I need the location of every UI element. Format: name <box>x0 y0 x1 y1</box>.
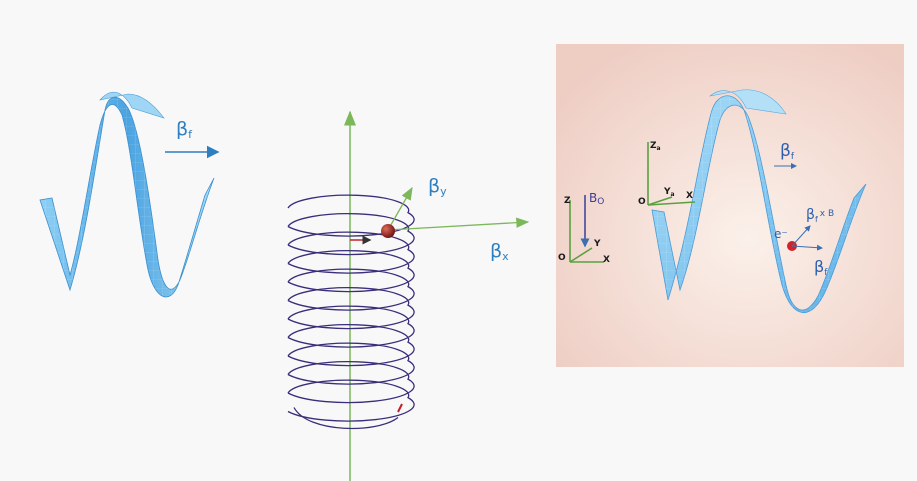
helix-path <box>287 194 415 422</box>
helix-tail <box>293 407 399 430</box>
helix-coil <box>287 194 415 430</box>
origin2-label: O <box>638 197 646 207</box>
center-helix-group: βy βx <box>287 110 530 481</box>
right-panel: Z Y X O BO Za Ya X O βf e⁻ βfx B <box>556 44 904 367</box>
beta-x-label: βx <box>490 240 509 263</box>
axis-x2-label: X <box>686 191 693 201</box>
red-arrow-bottom <box>397 403 403 413</box>
beta-f-top-label: βf <box>780 141 795 162</box>
axis-y2-line <box>647 196 673 206</box>
axis-z2-label: Za <box>650 141 661 152</box>
beta-x-arrow <box>387 217 530 231</box>
axis-x-label: X <box>603 255 610 265</box>
cross-term-arrow <box>791 225 811 247</box>
left-wave: βf <box>39 91 220 298</box>
origin-label: O <box>558 253 566 263</box>
axis-y2-label: Ya <box>663 187 675 198</box>
beta-f-label: βf <box>176 118 193 141</box>
axis-x2-line <box>647 201 696 206</box>
beta-y-arrow <box>387 186 413 231</box>
axis-z-label: Z <box>564 196 571 206</box>
axis-y-label: Y <box>593 239 601 249</box>
axis-y-line <box>569 247 593 263</box>
electron-label: e⁻ <box>774 227 788 241</box>
beta-y-label: βy <box>428 175 447 198</box>
beta-f-bottom-label: βf <box>814 257 828 278</box>
particle <box>381 224 395 238</box>
right-wave-top-sheet <box>708 89 787 115</box>
b0-label: BO <box>589 191 604 207</box>
left-wave-top-sheet <box>99 91 165 119</box>
cross-term-label: βfx B <box>806 207 834 224</box>
beta-f-bottom-arrow <box>791 244 823 251</box>
